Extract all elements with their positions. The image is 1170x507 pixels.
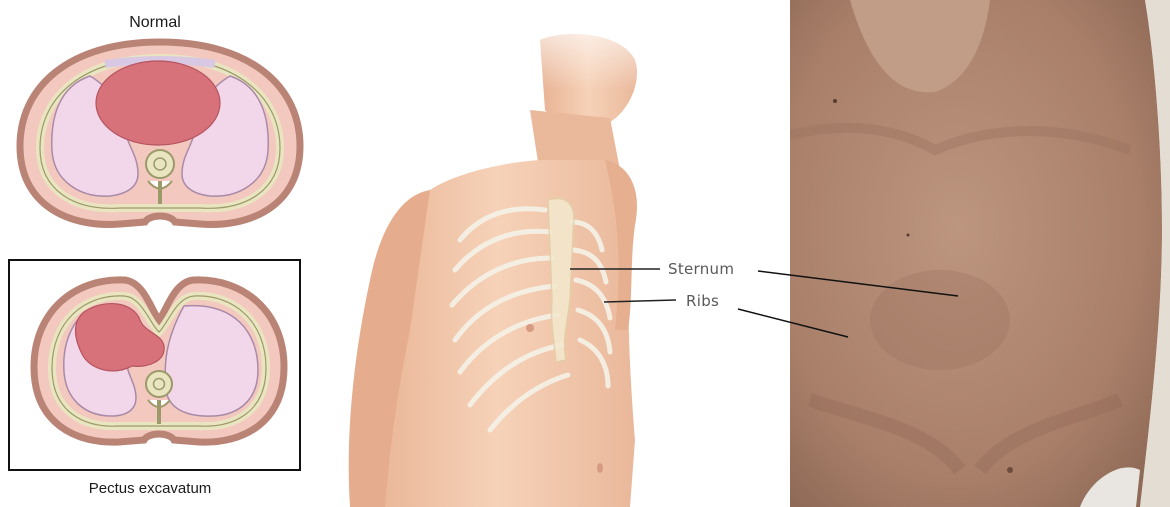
photo-navel bbox=[1007, 467, 1013, 473]
photo-torso bbox=[790, 0, 1162, 507]
normal-title: Normal bbox=[100, 14, 210, 32]
nipple bbox=[526, 324, 534, 332]
torso-illustration bbox=[330, 0, 790, 507]
sternum-label: Sternum bbox=[668, 260, 734, 278]
patient-photo-panel bbox=[790, 0, 1170, 507]
normal-chest-cross-section bbox=[10, 36, 310, 236]
pectus-vertebra bbox=[146, 371, 172, 397]
navel bbox=[597, 463, 603, 473]
pectus-title: Pectus excavatum bbox=[40, 480, 260, 497]
cross-section-panel: Normal Pectus excavatum bbox=[0, 0, 330, 507]
ribs-label: Ribs bbox=[686, 292, 719, 310]
patient-chest-photo bbox=[790, 0, 1170, 507]
pectus-chest-cross-section bbox=[14, 272, 304, 452]
normal-heart bbox=[96, 61, 220, 145]
chest-depression bbox=[870, 270, 1010, 370]
normal-vertebra bbox=[146, 150, 174, 178]
torso-illustration-panel: Sternum Ribs bbox=[330, 0, 790, 507]
